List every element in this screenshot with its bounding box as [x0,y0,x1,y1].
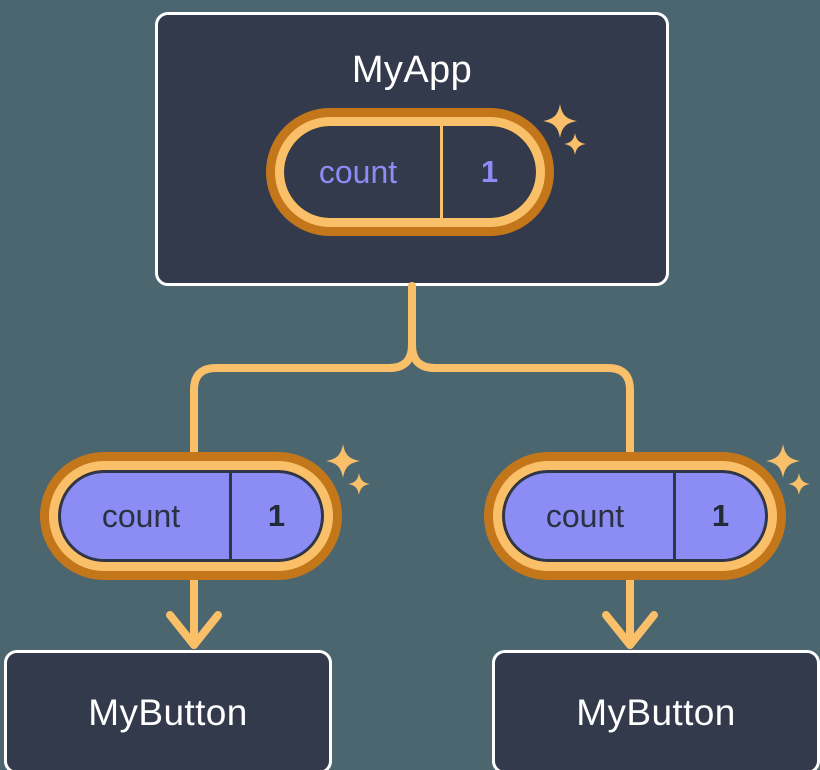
component-title-mybutton-left: MyButton [88,691,248,733]
state-value-label: 1 [440,126,536,218]
state-value-label: 1 [229,473,321,559]
state-pill-child-left[interactable]: count 1 [40,452,342,580]
state-pill-child-right[interactable]: count 1 [484,452,786,580]
state-value-label: 1 [673,473,765,559]
component-box-mybutton-left[interactable]: MyButton [4,650,332,770]
arrow-down-icon-left [166,576,222,649]
state-pill-inner-ring: count 1 [493,461,777,571]
component-box-mybutton-right[interactable]: MyButton [492,650,820,770]
branch-connector-root-to-children-right [408,282,634,456]
state-pill-inner-ring: count 1 [49,461,333,571]
branch-connector-root-to-children [190,282,416,456]
state-pill-myapp[interactable]: count 1 [266,108,554,236]
state-pill-core: count 1 [284,126,536,218]
state-key-label: count [101,497,181,534]
arrow-down-icon-right [602,576,658,649]
state-pill-core: count 1 [58,470,324,562]
component-title-mybutton-right: MyButton [576,691,736,733]
state-pill-core: count 1 [502,470,768,562]
component-title-myapp: MyApp [351,49,473,91]
state-key-label: count [545,497,625,534]
state-key-label: count [318,153,398,190]
state-pill-inner-ring: count 1 [275,117,545,227]
